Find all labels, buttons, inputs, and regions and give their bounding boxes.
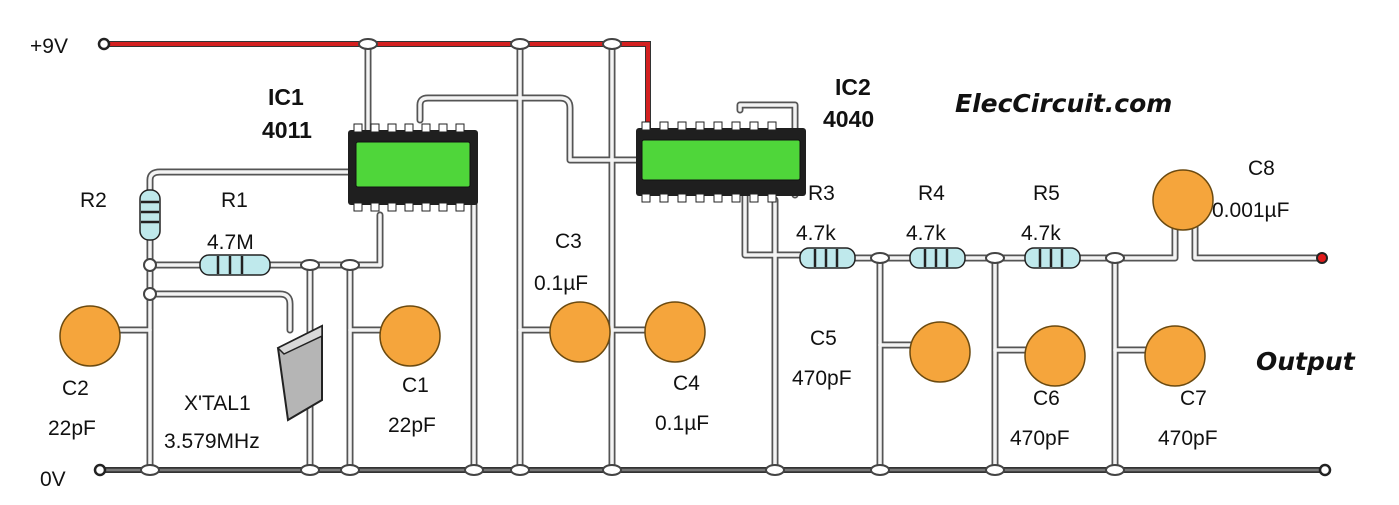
capacitor-c6 xyxy=(1024,325,1086,387)
c8-name: C8 xyxy=(1248,157,1275,180)
c5-name: C5 xyxy=(810,327,837,350)
ic1-name: IC1 xyxy=(268,84,304,110)
c7-name: C7 xyxy=(1180,387,1207,410)
capacitor-c4 xyxy=(644,301,706,363)
resistor-r3 xyxy=(799,247,856,269)
ic2-part: 4040 xyxy=(823,106,874,132)
c7-value: 470pF xyxy=(1158,427,1218,450)
capacitor-c1 xyxy=(379,305,441,367)
positive-rail xyxy=(108,41,651,150)
ic2-name: IC2 xyxy=(835,74,871,100)
ground-terminal-right xyxy=(1318,463,1332,477)
ic1-chip xyxy=(348,123,478,212)
brand-label: ElecCircuit.com xyxy=(955,89,1172,118)
c6-value: 470pF xyxy=(1010,427,1070,450)
c1-name: C1 xyxy=(402,374,429,397)
capacitor-c7 xyxy=(1144,325,1206,387)
c1-value: 22pF xyxy=(388,414,436,437)
c2-name: C2 xyxy=(62,377,89,400)
xtal1-name: X'TAL1 xyxy=(184,392,251,415)
positive-terminal xyxy=(97,37,111,51)
r3-name: R3 xyxy=(808,182,835,205)
c4-name: C4 xyxy=(673,372,700,395)
c4-value: 0.1µF xyxy=(655,412,709,435)
resistor-r5 xyxy=(1024,247,1081,269)
junctions xyxy=(140,38,1125,476)
resistor-r4 xyxy=(909,247,966,269)
r5-value: 4.7k xyxy=(1021,222,1061,245)
xtal1-value: 3.579MHz xyxy=(164,430,260,453)
r4-name: R4 xyxy=(918,182,945,205)
resistor-r1 xyxy=(199,254,271,276)
ic1-part: 4011 xyxy=(262,117,312,143)
ground-terminal xyxy=(93,463,107,477)
r3-value: 4.7k xyxy=(796,222,836,245)
capacitor-c3 xyxy=(549,301,611,363)
resistor-r2 xyxy=(139,189,161,241)
r1-value: 4.7M xyxy=(207,231,254,254)
r1-name: R1 xyxy=(221,189,248,212)
ic2-chip xyxy=(636,121,806,203)
r4-value: 4.7k xyxy=(906,222,946,245)
capacitor-c2 xyxy=(59,305,121,367)
c3-value: 0.1µF xyxy=(534,272,588,295)
crystal-xtal1 xyxy=(276,324,323,422)
ground-rail-label: 0V xyxy=(40,468,66,491)
positive-rail-label: +9V xyxy=(30,35,68,58)
capacitor-c5 xyxy=(909,321,971,383)
r2-name: R2 xyxy=(80,189,107,212)
c8-value: 0.001µF xyxy=(1212,199,1289,222)
c3-name: C3 xyxy=(555,230,582,253)
c2-value: 22pF xyxy=(48,417,96,440)
c5-value: 470pF xyxy=(792,367,852,390)
output-label: Output xyxy=(1256,347,1356,376)
output-terminal xyxy=(1316,252,1328,264)
r5-name: R5 xyxy=(1033,182,1060,205)
capacitor-c8 xyxy=(1152,169,1214,231)
c6-name: C6 xyxy=(1033,387,1060,410)
